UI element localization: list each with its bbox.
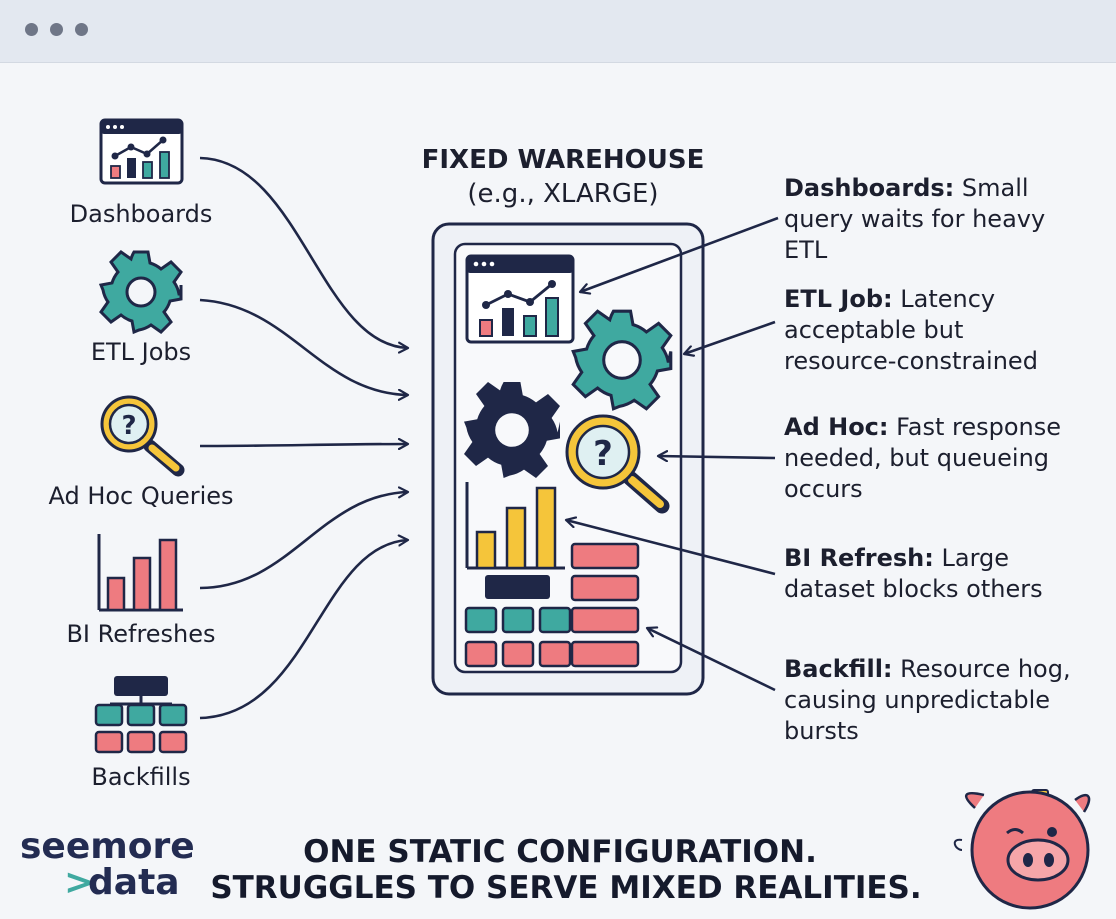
arrow-note-etl	[684, 320, 776, 354]
source-label-backfills: Backfills	[91, 763, 190, 791]
warehouse-stacked-blocks-icon	[570, 542, 640, 668]
arrow-note-bi	[566, 520, 776, 576]
arrow-etl-jobs	[199, 298, 408, 395]
arrow-backfills	[199, 540, 408, 720]
warehouse-navy-gear-icon	[464, 382, 560, 478]
magnifier-question-icon: ?	[100, 395, 185, 477]
svg-text:?: ?	[121, 411, 136, 441]
footer-line-2: STRUGGLES TO SERVE MIXED REALITIES.	[210, 870, 921, 906]
arrow-note-ad-hoc	[658, 456, 776, 458]
window-dot-icon	[50, 23, 63, 36]
arrow-dashboards	[199, 156, 408, 348]
arrow-note-backfill	[647, 628, 776, 692]
window-dot-icon	[25, 23, 38, 36]
dashboard-window-icon	[99, 118, 184, 185]
arrow-ad-hoc	[199, 444, 408, 446]
warehouse-bar-chart-icon	[465, 482, 565, 570]
diagram-svg: Dashboards ETL Jobs ? Ad Hoc Queries BI …	[20, 118, 1091, 910]
hierarchy-blocks-icon	[94, 676, 188, 754]
brand-line-1: seemore	[20, 826, 195, 867]
source-label-ad-hoc-queries: Ad Hoc Queries	[48, 482, 233, 510]
warehouse-dashboard-icon	[465, 254, 575, 344]
warehouse-title: FIXED WAREHOUSE	[422, 145, 705, 175]
gear-icon	[98, 250, 183, 335]
warehouse-teal-gear-icon	[571, 309, 673, 411]
source-label-dashboards: Dashboards	[70, 200, 213, 228]
svg-text:?: ?	[593, 434, 613, 474]
window-titlebar	[0, 0, 1116, 63]
piggy-bank-mascot-icon	[953, 789, 1091, 910]
annotation-arrows	[566, 216, 779, 692]
arrow-note-dashboards	[580, 216, 779, 292]
window-dot-icon	[75, 23, 88, 36]
footer-line-1: ONE STATIC CONFIGURATION.	[303, 834, 817, 870]
brand-logo: seemore > data	[20, 826, 195, 903]
brand-arrow: >	[64, 862, 94, 903]
brand-line-2: data	[88, 862, 180, 903]
annotation-backfill: Backfill: Resource hog,causing unpredict…	[784, 655, 1071, 745]
warehouse-subtitle: (e.g., XLARGE)	[467, 179, 658, 209]
warehouse-magnifier-icon: ?	[565, 414, 670, 514]
source-label-bi-refreshes: BI Refreshes	[66, 620, 215, 648]
arrow-bi-refreshes	[199, 492, 408, 590]
warehouse-hierarchy-icon	[464, 575, 572, 668]
bar-chart-icon	[97, 534, 183, 612]
source-label-etl-jobs: ETL Jobs	[91, 338, 191, 366]
diagram-canvas: Dashboards ETL Jobs ? Ad Hoc Queries BI …	[0, 62, 1116, 915]
incoming-arrows	[199, 156, 408, 720]
